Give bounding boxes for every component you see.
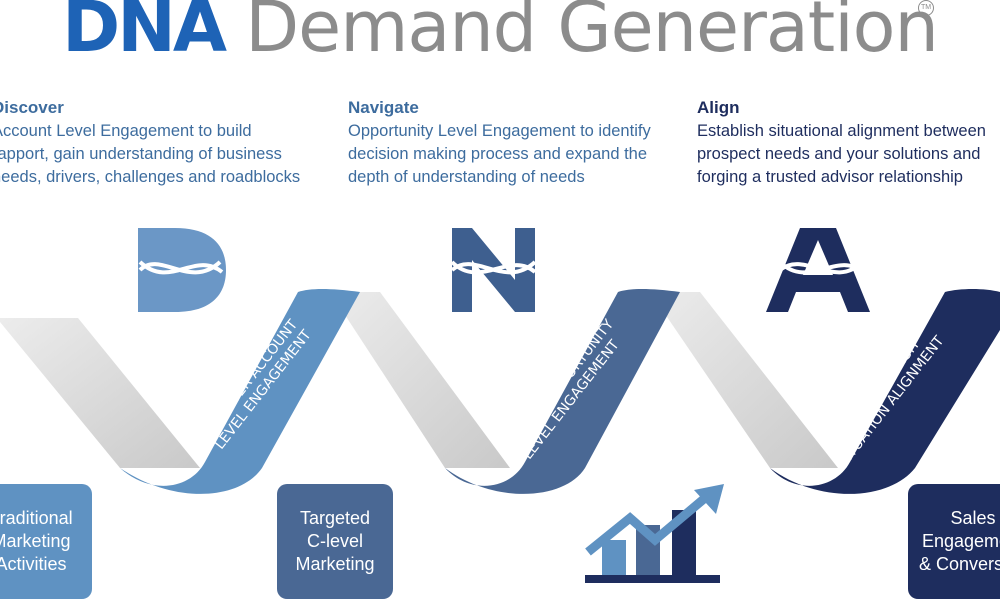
phase-description: Establish situational alignment between … (697, 122, 986, 186)
phase-align: Align Establish situational alignment be… (697, 98, 986, 189)
phase-discover: Discover Account Level Engagement to bui… (0, 98, 300, 189)
ribbon-align-segment (770, 289, 1000, 494)
trademark-mark: TM (918, 0, 934, 16)
dna-letter-a-icon (766, 228, 870, 312)
ribbon-back-segment (0, 318, 200, 468)
phase-heading: Navigate (348, 98, 419, 117)
phase-description: Account Level Engagement to build rappor… (0, 122, 301, 186)
ribbon-discover-segment (120, 289, 360, 494)
ribbon-back-segment (330, 292, 510, 468)
box-sales-engagement: Sales Engagement & Conversion (908, 484, 1000, 599)
phase-description: Opportunity Level Engagement to identify… (348, 122, 651, 186)
growth-chart-icon (585, 484, 724, 583)
ribbon-navigate-segment (445, 289, 680, 494)
phase-heading: Discover (0, 98, 64, 117)
dna-letter-d-icon (138, 228, 226, 312)
box-targeted-marketing: Targeted C-level Marketing (277, 484, 393, 599)
dna-letter-n-icon (450, 228, 537, 312)
ribbon-back-segment (650, 292, 838, 468)
title-brand: DNA (62, 0, 227, 68)
phase-heading: Align (697, 98, 740, 117)
title-rest: Demand Generation (245, 0, 939, 68)
phase-navigate: Navigate Opportunity Level Engagement to… (348, 98, 651, 189)
page-title: DNA Demand Generation (0, 0, 1000, 68)
